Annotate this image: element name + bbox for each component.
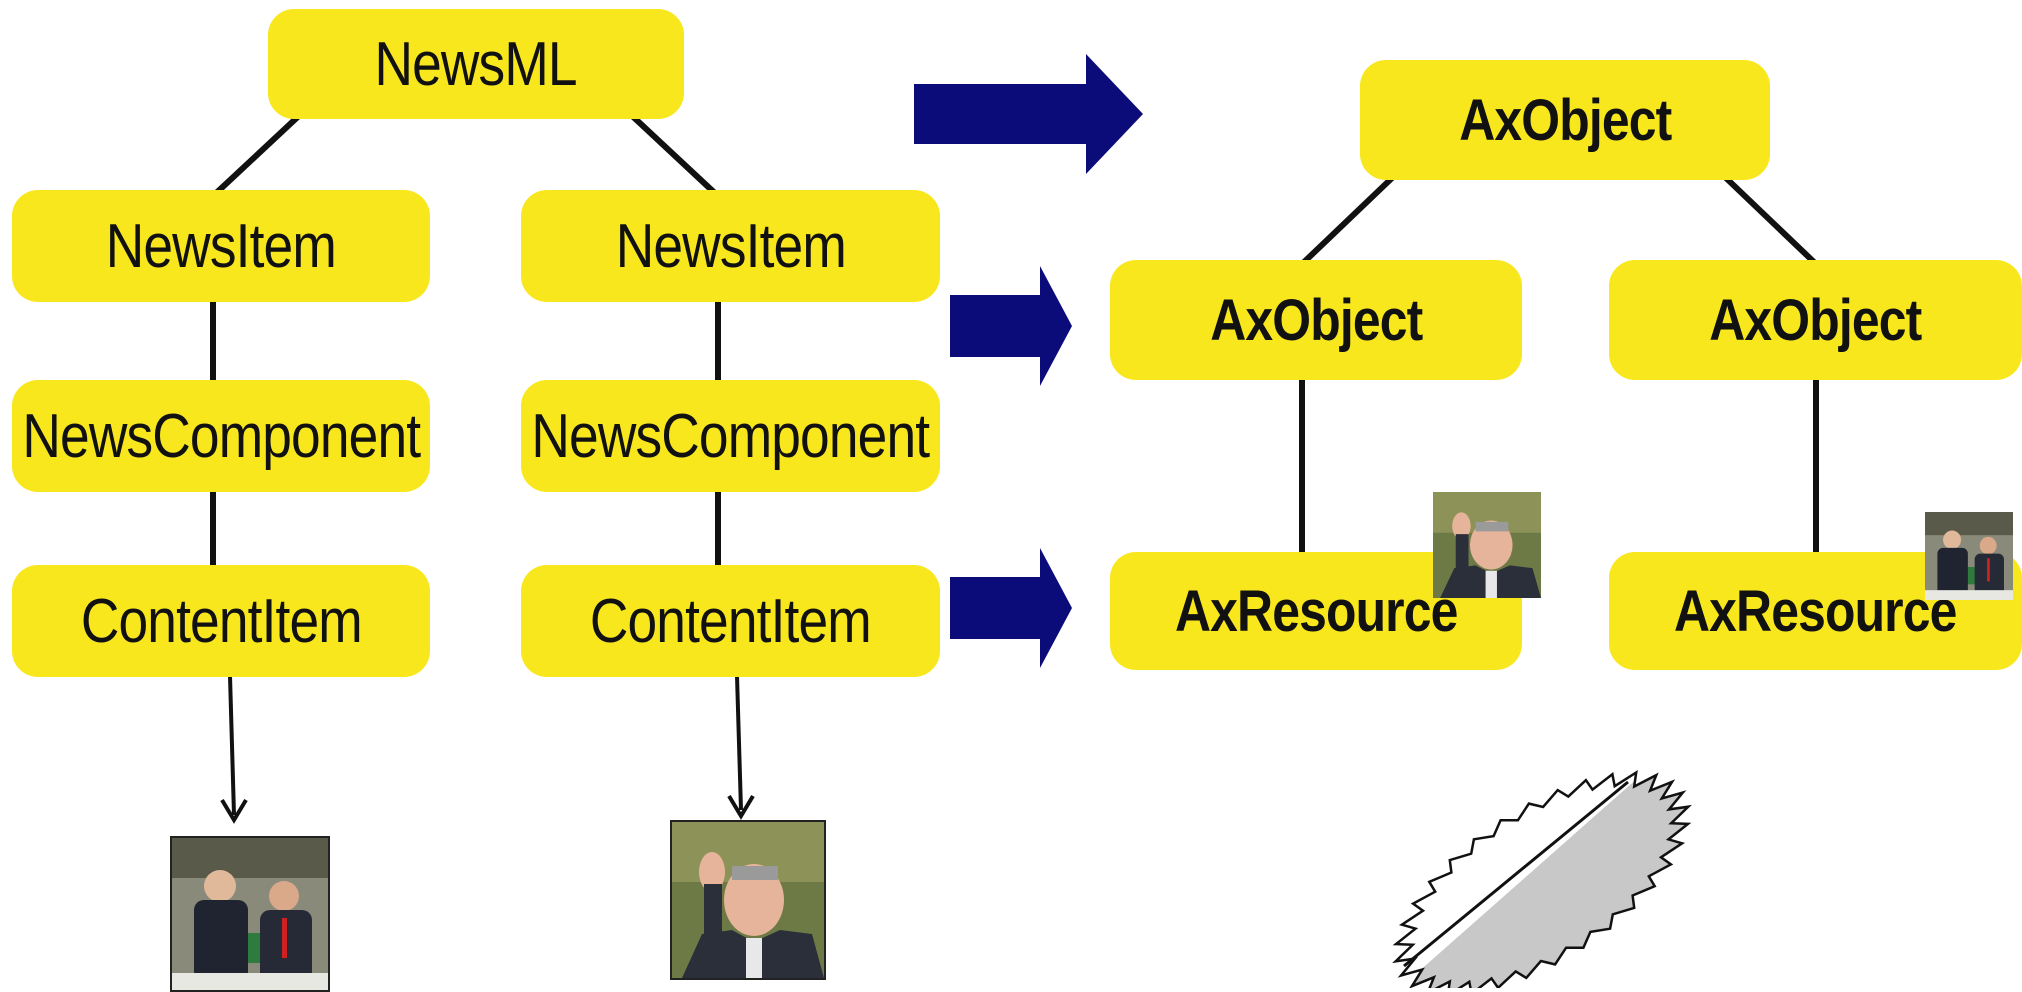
- starburst-outline: [1392, 769, 1692, 988]
- edge-root-right: [625, 109, 721, 199]
- axresource-label: AxResource: [1174, 578, 1458, 644]
- content-photo-arrow-2: [735, 675, 743, 811]
- waving-man-photo: [670, 820, 826, 980]
- newsml-node: NewsML: [268, 9, 684, 119]
- starburst-diagonal: [1403, 780, 1629, 968]
- mapping-arrow-item: [950, 266, 1072, 386]
- axobject-node-1: AxObject: [1110, 260, 1522, 380]
- axobject-label: AxObject: [1458, 87, 1672, 153]
- content-photo-arrow-1: [228, 675, 236, 816]
- parliament-photo: [170, 836, 330, 992]
- newsitem-node-2: NewsItem: [521, 190, 940, 302]
- parliament-thumbnail: [1925, 512, 2013, 600]
- axobject-node-2: AxObject: [1609, 260, 2022, 380]
- axobject-root-node: AxObject: [1360, 60, 1770, 180]
- starburst-shape: [1392, 769, 1692, 988]
- newsitem-node-1: NewsItem: [12, 190, 430, 302]
- mapping-arrow-root: [914, 54, 1143, 174]
- edge-ax-root-left: [1299, 175, 1395, 267]
- newscomponent-node-2: NewsComponent: [521, 380, 940, 492]
- starburst-shaded-half: [1400, 776, 1689, 988]
- contentitem-node-1: ContentItem: [12, 565, 430, 677]
- newscomponent-label: NewsComponent: [22, 401, 421, 471]
- contentitem-label: ContentItem: [589, 586, 872, 656]
- edge-ax-root-right: [1723, 175, 1819, 267]
- newscomponent-label: NewsComponent: [531, 401, 931, 471]
- newsml-label: NewsML: [374, 29, 578, 99]
- edge-root-left: [210, 109, 306, 199]
- newscomponent-node-1: NewsComponent: [12, 380, 430, 492]
- axobject-label: AxObject: [1209, 287, 1423, 353]
- contentitem-node-2: ContentItem: [521, 565, 940, 677]
- newsitem-label: NewsItem: [105, 211, 337, 281]
- waving-man-thumbnail: [1433, 492, 1541, 598]
- axobject-label: AxObject: [1709, 287, 1922, 353]
- contentitem-label: ContentItem: [80, 586, 362, 656]
- mapping-arrow-content: [950, 548, 1072, 668]
- axresource-label: AxResource: [1674, 578, 1957, 644]
- newsitem-label: NewsItem: [615, 211, 846, 281]
